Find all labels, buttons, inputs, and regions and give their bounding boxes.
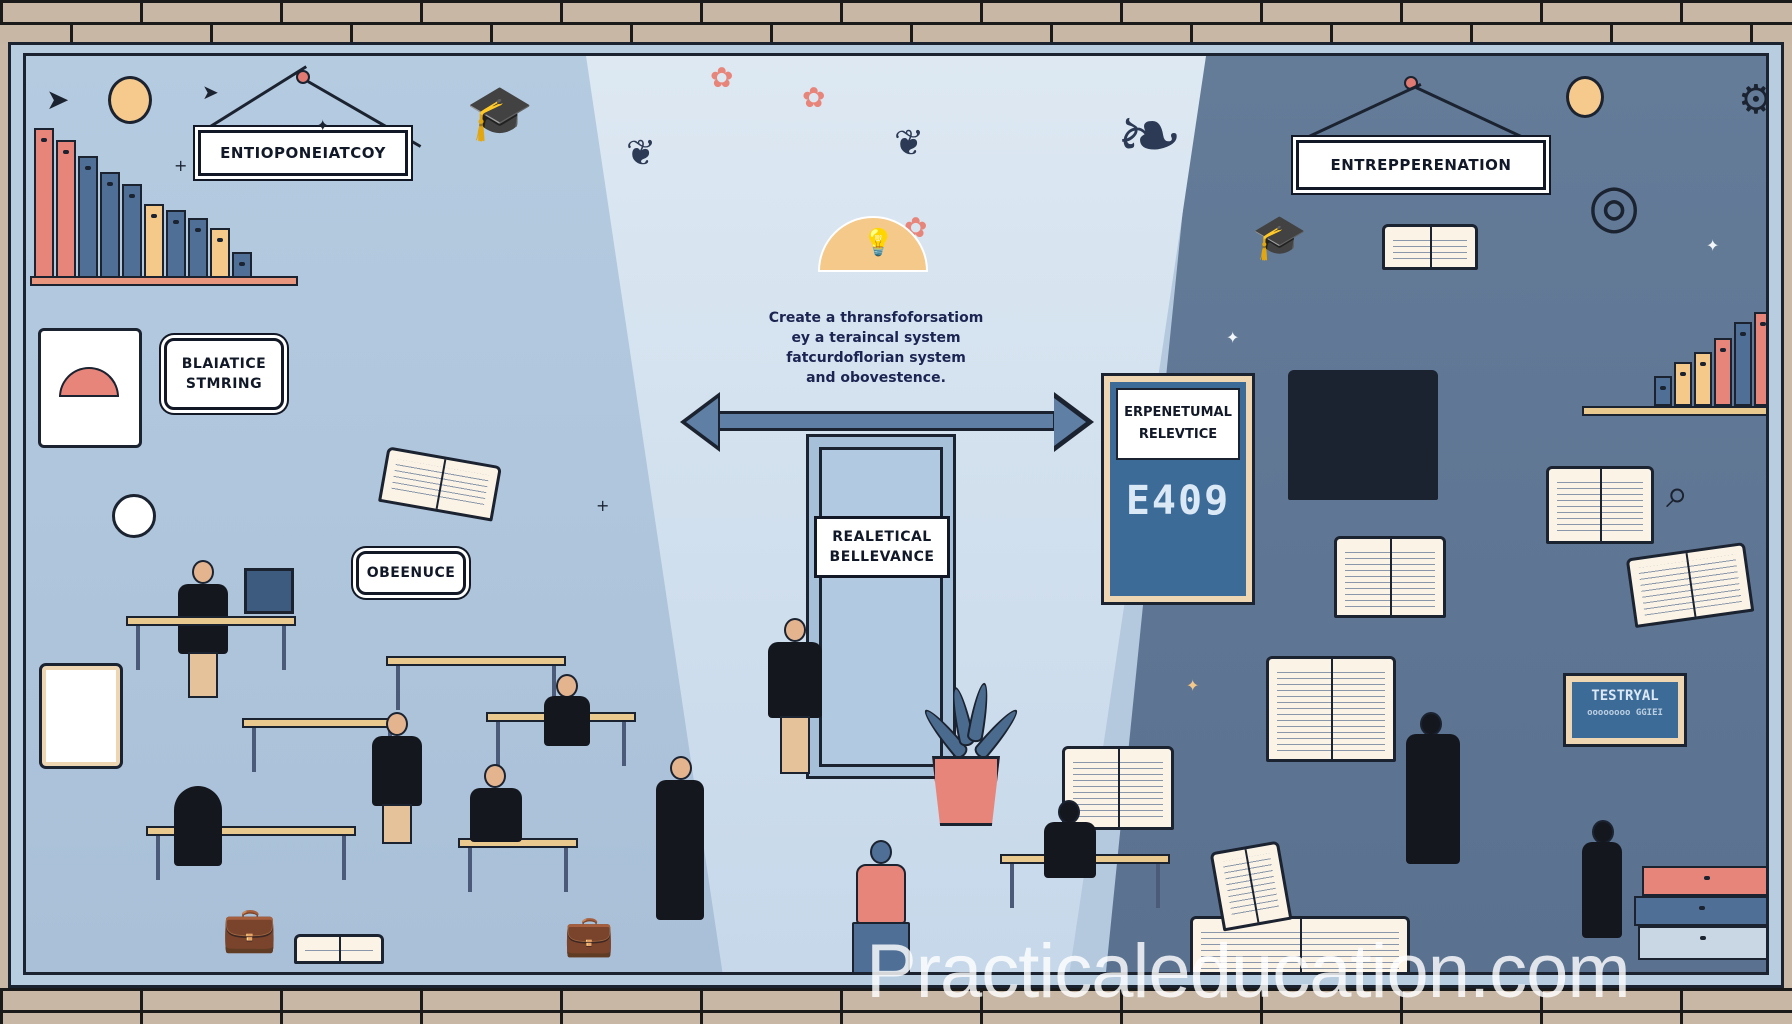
open-book-icon: [1334, 536, 1446, 618]
light-bulb-icon: 💡: [862, 228, 895, 258]
open-book-icon: [1266, 656, 1396, 762]
easel-icon: [39, 663, 123, 769]
briefcase-icon: 💼: [564, 913, 614, 959]
chalkboard-testryal: TESTRYAL oooooooo GGIEI: [1563, 673, 1687, 747]
magnifier-icon: ⌕: [1666, 471, 1689, 517]
rose-vine-icon: ❦: [894, 123, 925, 164]
sign-entioponeiatcoy: ENTIOPONEIATCOY: [198, 130, 408, 176]
laptop-icon: [244, 568, 294, 614]
desk: [126, 616, 296, 670]
sparkle-icon: +: [596, 496, 610, 515]
speech-bubble-obeenuce: OBEENUCE: [356, 551, 466, 595]
board-title-line2: RELEVTICE: [1138, 427, 1218, 442]
paper-plane-icon: ➤: [46, 83, 70, 116]
rose-icon: ✿: [802, 81, 826, 114]
sign-entrepperenation: ENTREPPERENATION: [1296, 140, 1546, 190]
open-book-icon: [1546, 466, 1654, 544]
center-caption: Create a thransfoforsatiom ey a terainca…: [768, 310, 984, 386]
desk: [146, 826, 356, 880]
sparkle-icon: ✦: [1706, 236, 1720, 255]
paper-plane-icon: ➤: [202, 80, 219, 104]
sparkle-icon: ✦: [1186, 676, 1200, 695]
light-bulb-icon: [1566, 76, 1604, 118]
desk: [386, 656, 566, 710]
gear-icon: ⚙: [1738, 80, 1766, 120]
rose-icon: ✿: [710, 61, 734, 94]
chalkboard-code: E409: [1125, 478, 1231, 524]
board-title-line1: ERPENETUMAL: [1124, 405, 1232, 420]
brick-wall-top: [0, 0, 1792, 44]
brick-wall-bottom: [0, 988, 1792, 1024]
open-book-icon: [1209, 840, 1293, 932]
clock-icon: [112, 494, 156, 538]
poster-board: ➤ ➤ ENTIOPONEIATCOY 🎓 BLAIATICE STMRING …: [8, 42, 1784, 988]
sparkle-icon: ✦: [316, 116, 330, 135]
open-book-icon: [1382, 224, 1478, 270]
graduation-cap-icon: 🎓: [466, 81, 534, 144]
sign-realetical-bellevance: REALETICAL BELLEVANCE: [814, 516, 950, 578]
rose-vine-icon: ❦: [626, 133, 657, 174]
open-book-icon: [1288, 370, 1438, 500]
watermark: Practicaleducation.com: [866, 929, 1631, 1014]
sign-pin: [296, 70, 310, 84]
compass-icon: ◎: [1588, 171, 1641, 241]
open-book-icon: [1062, 746, 1174, 830]
sparkle-icon: ✦: [1226, 328, 1240, 347]
desk: [242, 718, 402, 772]
sparkle-icon: +: [174, 156, 188, 175]
sign-blaiatice-stmring: BLAIATICE STMRING: [164, 338, 284, 410]
clipboard-icon: [38, 328, 142, 448]
chalkboard-e409: ERPENETUMAL RELEVTICE E409: [1101, 373, 1255, 605]
poster-inner-frame: ➤ ➤ ENTIOPONEIATCOY 🎓 BLAIATICE STMRING …: [23, 53, 1769, 975]
leaf-branch-icon: ❧: [1116, 89, 1184, 182]
light-bulb-icon: [108, 76, 152, 124]
briefcase-icon: 💼: [222, 904, 277, 955]
graduation-cap-icon: 🎓: [1252, 212, 1307, 263]
open-book-icon: [294, 934, 384, 964]
